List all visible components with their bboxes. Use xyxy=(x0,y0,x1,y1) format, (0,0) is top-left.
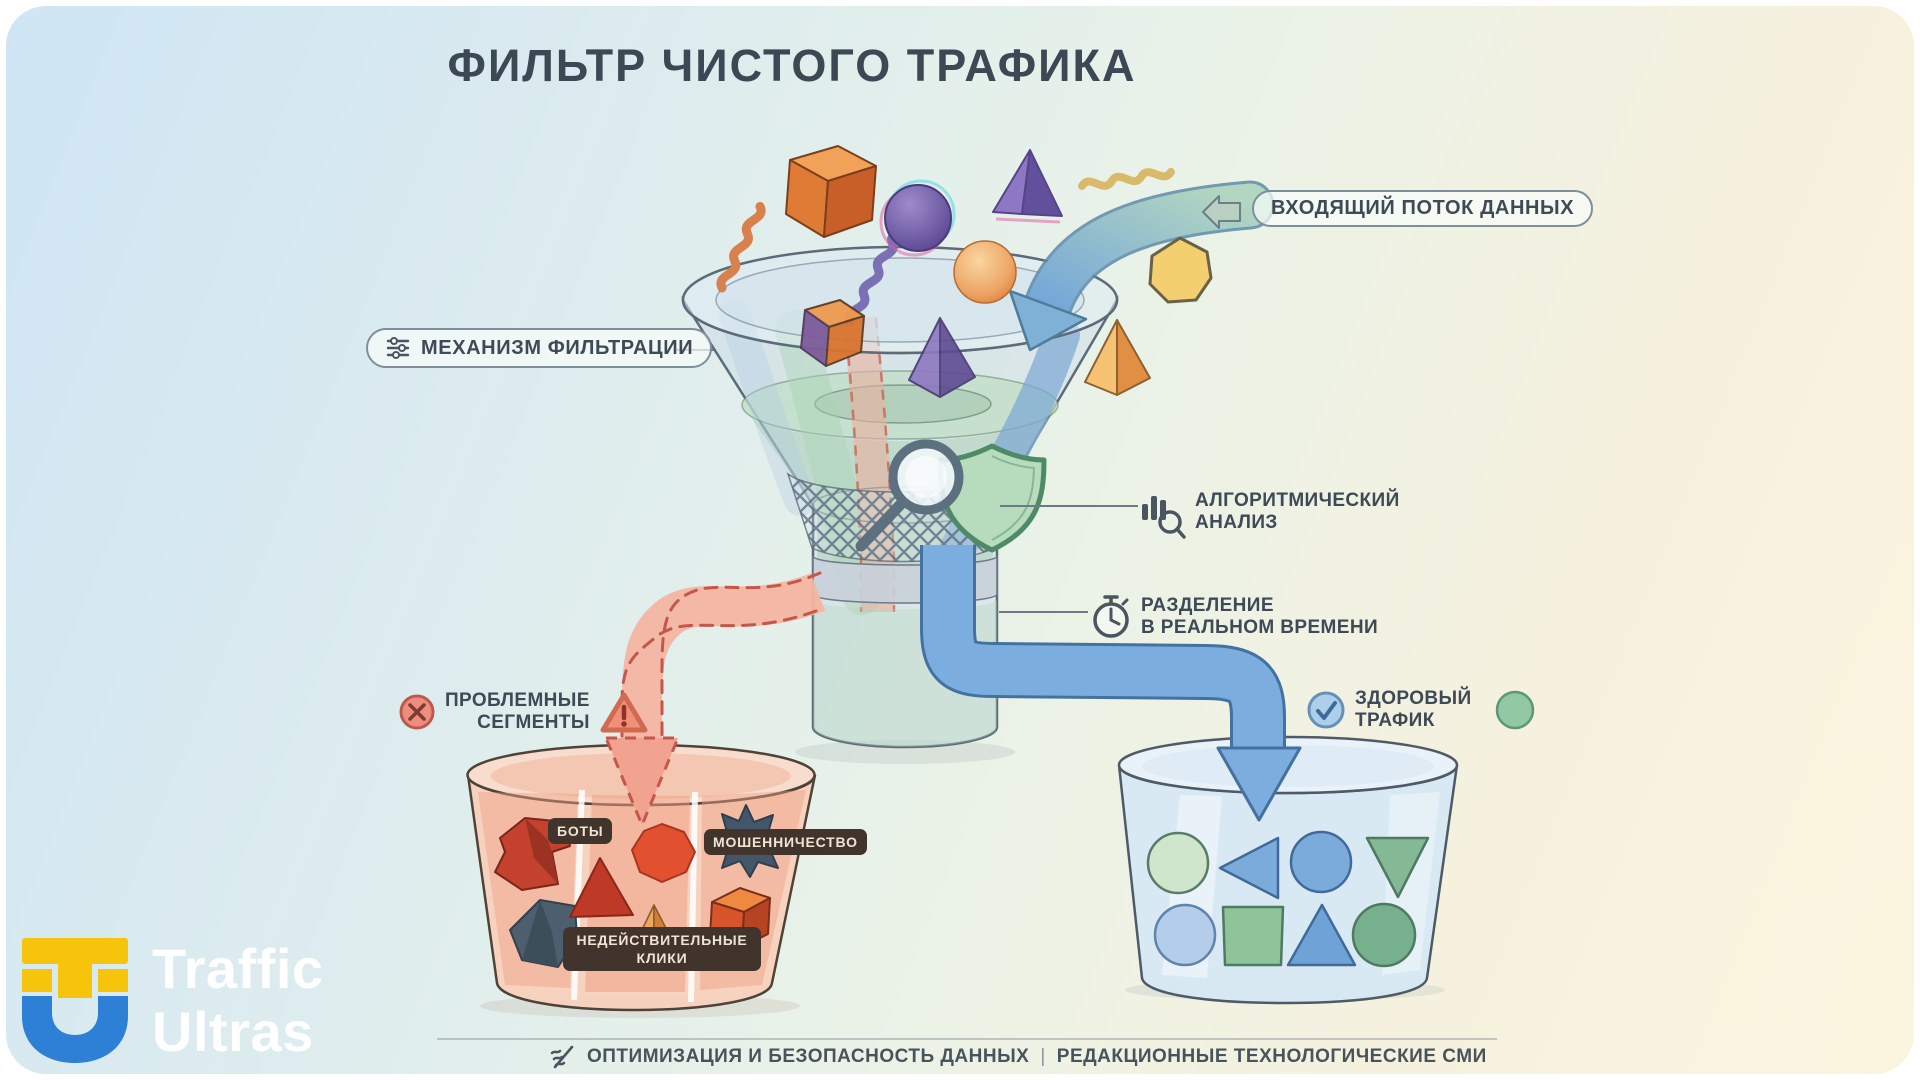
healthy-flow-arrow xyxy=(920,545,1302,822)
realtime-separation-label: РАЗДЕЛЕНИЕ В РЕАЛЬНОМ ВРЕМЕНИ xyxy=(1090,594,1378,640)
chart-magnifier-icon xyxy=(1142,496,1186,539)
healthy-traffic-label: ЗДОРОВЫЙ ТРАФИК xyxy=(1306,688,1535,732)
incoming-flow-label: ВХОДЯЩИЙ ПОТОК ДАННЫХ xyxy=(1252,190,1594,227)
triangle-red xyxy=(569,857,634,918)
tag-fraud: МОШЕННИЧЕСТВО xyxy=(704,829,867,856)
arrow-left-icon xyxy=(1202,195,1241,229)
incoming-arrow xyxy=(1008,180,1275,352)
algorithmic-analysis-text: АЛГОРИТМИЧЕСКИЙ АНАЛИЗ xyxy=(1195,489,1400,533)
blob-red xyxy=(631,823,696,883)
algorithmic-analysis-label: АЛГОРИТМИЧЕСКИЙ АНАЛИЗ xyxy=(1140,484,1400,540)
filter-mechanism-text: МЕХАНИЗМ ФИЛЬТРАЦИИ xyxy=(421,336,694,359)
analysis-icons-in-funnel xyxy=(855,439,1047,553)
cross-circle-icon xyxy=(399,694,435,730)
check-circle-icon xyxy=(1307,691,1345,729)
squiggle-yellow xyxy=(1078,167,1175,190)
pyramid-purple-top xyxy=(992,149,1063,224)
healthy-shapes xyxy=(1146,830,1430,968)
realtime-separation-text: РАЗДЕЛЕНИЕ В РЕАЛЬНОМ ВРЕМЕНИ xyxy=(1141,594,1379,638)
incoming-flow-text: ВХОДЯЩИЙ ПОТОК ДАННЫХ xyxy=(1271,197,1575,219)
cube-orange xyxy=(785,145,877,238)
problem-segments-text: ПРОБЛЕМНЫЕ СЕГМЕНТЫ xyxy=(445,690,590,734)
page-title: ФИЛЬТР ЧИСТОГО ТРАФИКА xyxy=(447,40,1137,91)
green-dot-icon xyxy=(1495,690,1534,730)
problem-flow-arrow xyxy=(604,571,826,827)
footer-right-text: РЕДАКЦИОННЫЕ ТЕХНОЛОГИЧЕСКИЕ СМИ xyxy=(1056,1046,1487,1067)
sphere-orange xyxy=(953,240,1017,304)
footer-separator: | xyxy=(1040,1046,1046,1067)
healthy-traffic-text: ЗДОРОВЫЙ ТРАФИК xyxy=(1355,688,1472,732)
brand-logo: Traffic Ultras xyxy=(22,937,324,1066)
tag-invalid-clicks: НЕДЕЙСТВИТЕЛЬНЫЕ КЛИКИ xyxy=(563,927,761,972)
warning-triangle-icon xyxy=(600,692,648,733)
sliders-icon xyxy=(386,337,410,359)
footer: ОПТИМИЗАЦИЯ И БЕЗОПАСНОСТЬ ДАННЫХ | РЕДА… xyxy=(548,1044,1487,1070)
stopwatch-icon xyxy=(1093,595,1129,638)
squiggle-orange xyxy=(716,201,766,293)
falling-shapes xyxy=(716,145,1213,398)
waves-slash-icon xyxy=(550,1045,574,1069)
cube-glitch xyxy=(800,299,865,367)
magnifier-icon xyxy=(855,439,964,552)
footer-left-text: ОПТИМИЗАЦИЯ И БЕЗОПАСНОСТЬ ДАННЫХ xyxy=(587,1046,1030,1067)
problem-segments-label: ПРОБЛЕМНЫЕ СЕГМЕНТЫ xyxy=(398,690,649,734)
blob-yellow xyxy=(1148,236,1213,304)
pyramid-orange xyxy=(1084,319,1151,396)
footer-divider xyxy=(437,1038,1497,1040)
sphere-purple xyxy=(879,179,956,257)
pyramid-purple-inner xyxy=(908,317,976,398)
brand-mark-icon xyxy=(22,938,128,1063)
brand-name: Traffic Ultras xyxy=(152,937,324,1063)
tag-bots: БОТЫ xyxy=(548,818,613,845)
filter-mechanism-label: МЕХАНИЗМ ФИЛЬТРАЦИИ xyxy=(366,328,713,368)
